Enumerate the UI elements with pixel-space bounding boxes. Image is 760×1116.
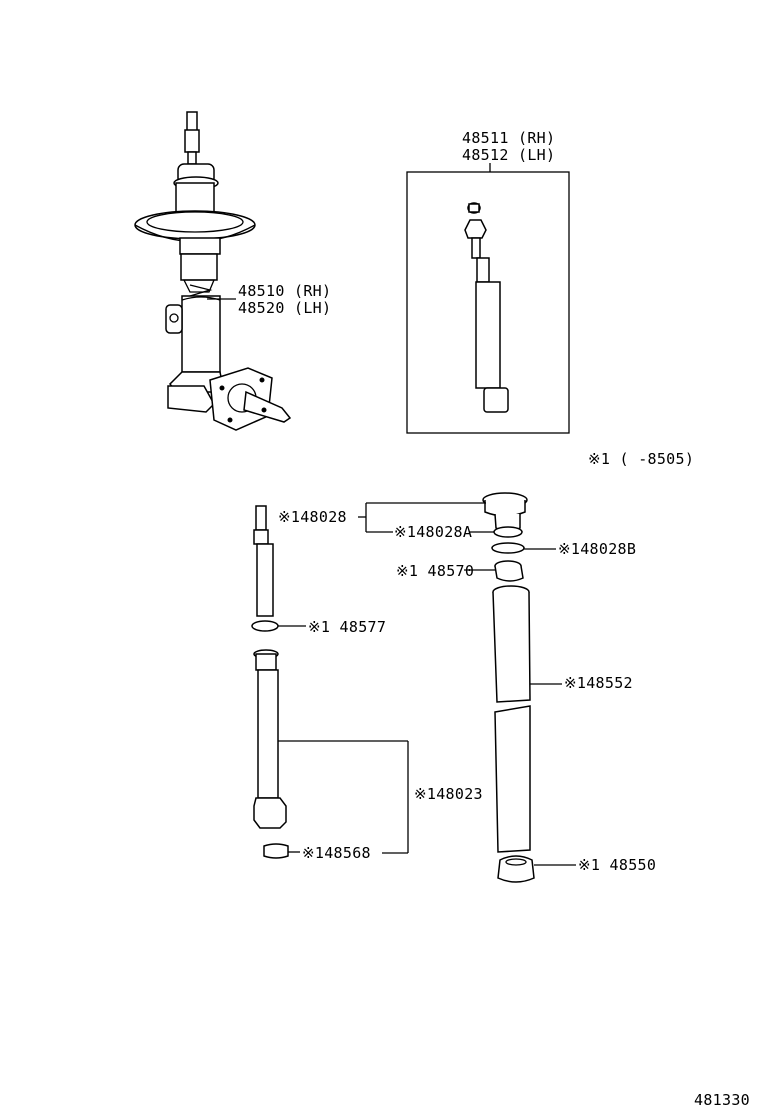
label-148568: ※148568 <box>302 844 371 862</box>
strut-assembly-illustration <box>134 111 292 431</box>
label-148028: ※148028 <box>278 508 347 526</box>
label-48510-rh: 48510 (RH) <box>238 282 332 300</box>
label-148552: ※148552 <box>564 674 633 692</box>
mount-and-cylinder-illustration <box>482 492 535 883</box>
label-148023: ※148023 <box>414 785 483 803</box>
label-148577: ※1 48577 <box>308 618 387 636</box>
label-148028b: ※148028B <box>558 540 637 558</box>
label-148028a: ※148028A <box>394 523 473 541</box>
label-48520-lh: 48520 (LH) <box>238 299 332 317</box>
shock-insert-illustration <box>464 202 509 413</box>
figure-number: 481330 <box>694 1091 750 1109</box>
label-148570: ※1 48570 <box>396 562 475 580</box>
label-48512-lh: 48512 (LH) <box>462 146 556 164</box>
cartridge-shaft-illustration <box>251 505 289 859</box>
label-148550: ※1 48550 <box>578 856 657 874</box>
label-48511-rh: 48511 (RH) <box>462 129 556 147</box>
production-note: ※1 ( -8505) <box>588 450 695 468</box>
